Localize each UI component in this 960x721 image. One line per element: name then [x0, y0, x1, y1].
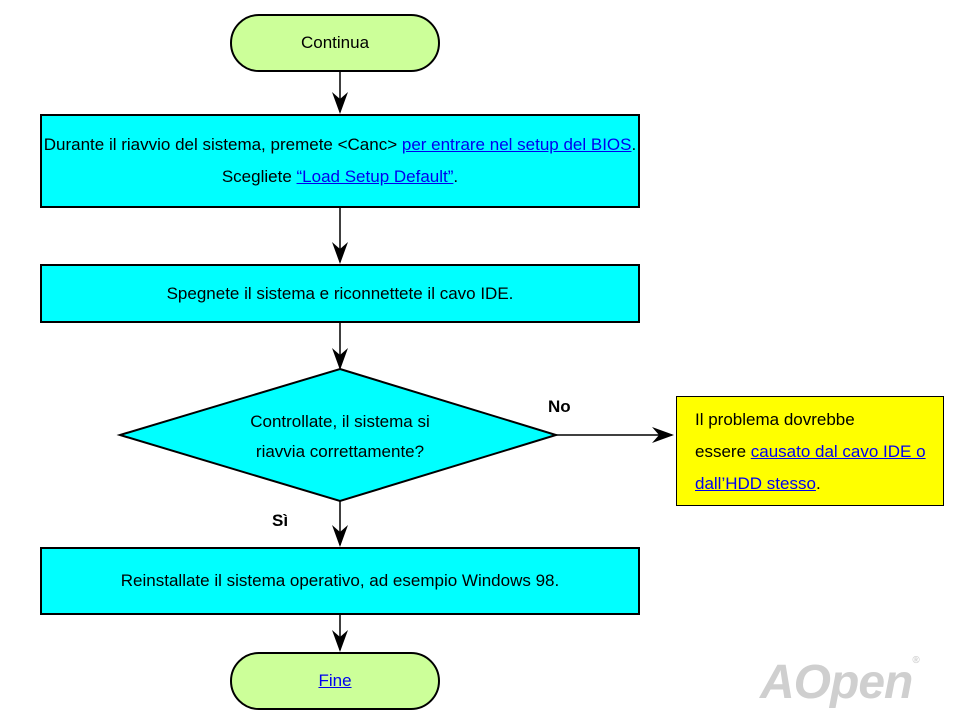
note-line-2: essere causato dal cavo IDE o dall’HDD s… — [695, 442, 926, 493]
start-terminal: Continua — [230, 14, 440, 72]
registered-mark: ® — [912, 655, 919, 666]
decision-text: Controllate, il sistema si riavvia corre… — [200, 407, 480, 467]
step-reinstall-box: Reinstallate il sistema operativo, ad es… — [40, 547, 640, 615]
branch-no-label: No — [548, 397, 571, 416]
arrowhead-step2 — [332, 242, 348, 264]
link-load-setup-default[interactable]: “Load Setup Default” — [296, 167, 454, 186]
start-label: Continua — [300, 33, 370, 52]
note-line-1: Il problema dovrebbe — [695, 410, 855, 429]
note-box: Il problema dovrebbe essere causato dal … — [676, 396, 944, 506]
arrowhead-step1 — [332, 92, 348, 114]
decision-line-1: Controllate, il sistema si — [250, 412, 430, 431]
step-reinstall-text: Reinstallate il sistema operativo, ad es… — [120, 571, 560, 590]
arrowhead-step3 — [332, 525, 348, 547]
arrowhead-end — [332, 630, 348, 652]
step-reconnect-box: Spegnete il sistema e riconnettete il ca… — [40, 264, 640, 323]
link-fine[interactable]: Fine — [318, 671, 352, 690]
aopen-logo-text: AOpen — [760, 656, 913, 709]
decision-diamond — [116, 367, 560, 503]
link-enter-bios-setup[interactable]: per entrare nel setup del BIOS — [401, 135, 632, 154]
arrowhead-note — [652, 427, 674, 443]
step-bios-box: Durante il riavvio del sistema, premete … — [40, 114, 640, 208]
branch-yes-label: Sì — [272, 511, 289, 530]
end-terminal: Fine — [230, 652, 440, 710]
step-bios-text: Durante il riavvio del sistema, premete … — [43, 135, 637, 186]
link-ide-cable-hdd[interactable]: causato dal cavo IDE o dall’HDD stesso — [695, 442, 926, 493]
step-reconnect-text: Spegnete il sistema e riconnettete il ca… — [166, 283, 514, 303]
decision-line-2: riavvia correttamente? — [255, 442, 425, 461]
arrowhead-decision — [332, 348, 348, 370]
aopen-logo: AOpen® — [760, 655, 920, 710]
